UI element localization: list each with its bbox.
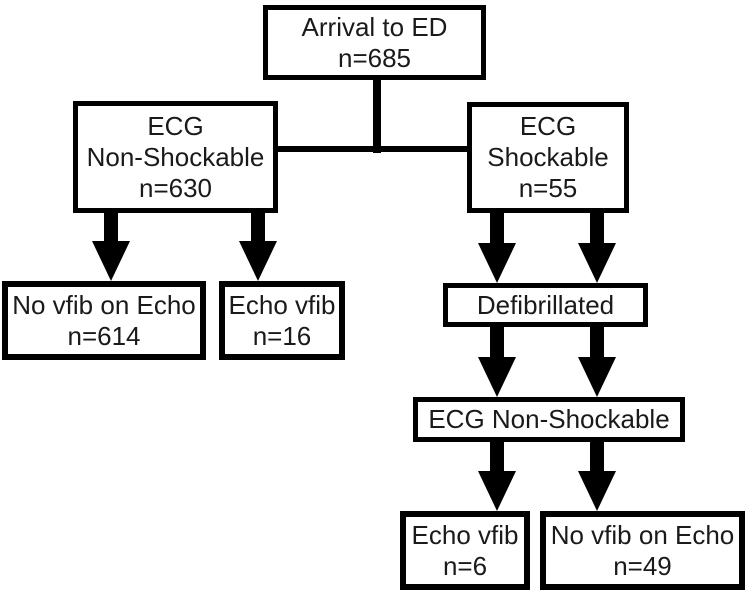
node-echo-vfib-right: Echo vfib n=6 bbox=[400, 511, 530, 590]
node-count: n=685 bbox=[337, 42, 412, 73]
node-label: No vfib on Echo bbox=[550, 519, 735, 550]
node-ecg-shockable: ECG Shockable n=55 bbox=[467, 102, 629, 213]
node-defibrillated: Defibrillated bbox=[443, 283, 648, 327]
node-count: n=630 bbox=[138, 172, 213, 203]
arrow-shock-to-defib-right bbox=[578, 211, 616, 283]
node-echo-vfib-left: Echo vfib n=16 bbox=[219, 281, 345, 360]
node-count: n=6 bbox=[442, 550, 488, 581]
connector-vertical-line bbox=[373, 78, 381, 153]
node-count: n=55 bbox=[518, 173, 578, 203]
node-count: n=49 bbox=[613, 550, 672, 581]
node-count: n=614 bbox=[67, 320, 141, 351]
arrow-nonshock2-to-novfib bbox=[578, 440, 616, 511]
node-label: Arrival to ED bbox=[301, 11, 448, 42]
arrow-nonshock-to-novfib bbox=[92, 211, 130, 281]
node-no-vfib-on-echo-right: No vfib on Echo n=49 bbox=[540, 511, 745, 590]
connector-horizontal-line bbox=[277, 146, 467, 152]
node-label: ECG bbox=[147, 110, 204, 141]
node-label: Echo vfib bbox=[228, 289, 336, 320]
node-arrival-to-ed: Arrival to ED n=685 bbox=[263, 5, 486, 80]
node-ecg-non-shockable-2: ECG Non-Shockable bbox=[413, 397, 685, 442]
node-no-vfib-on-echo-left: No vfib on Echo n=614 bbox=[2, 281, 206, 360]
arrow-nonshock2-to-echovfib bbox=[478, 440, 516, 511]
arrow-defib-to-nonshock-right bbox=[578, 325, 616, 397]
arrow-nonshock-to-echovfib bbox=[239, 211, 277, 281]
node-label: Echo vfib bbox=[411, 519, 519, 550]
node-label: ECG bbox=[519, 111, 577, 141]
arrow-shock-to-defib-left bbox=[478, 211, 516, 283]
node-label: ECG Non-Shockable bbox=[428, 404, 670, 434]
node-count: n=16 bbox=[252, 320, 312, 351]
arrow-defib-to-nonshock-left bbox=[478, 325, 516, 397]
node-label: Defibrillated bbox=[476, 289, 615, 320]
node-label: Non-Shockable bbox=[86, 141, 265, 172]
node-ecg-non-shockable: ECG Non-Shockable n=630 bbox=[73, 101, 278, 213]
node-label: No vfib on Echo bbox=[12, 289, 196, 320]
node-label: Shockable bbox=[487, 142, 609, 172]
